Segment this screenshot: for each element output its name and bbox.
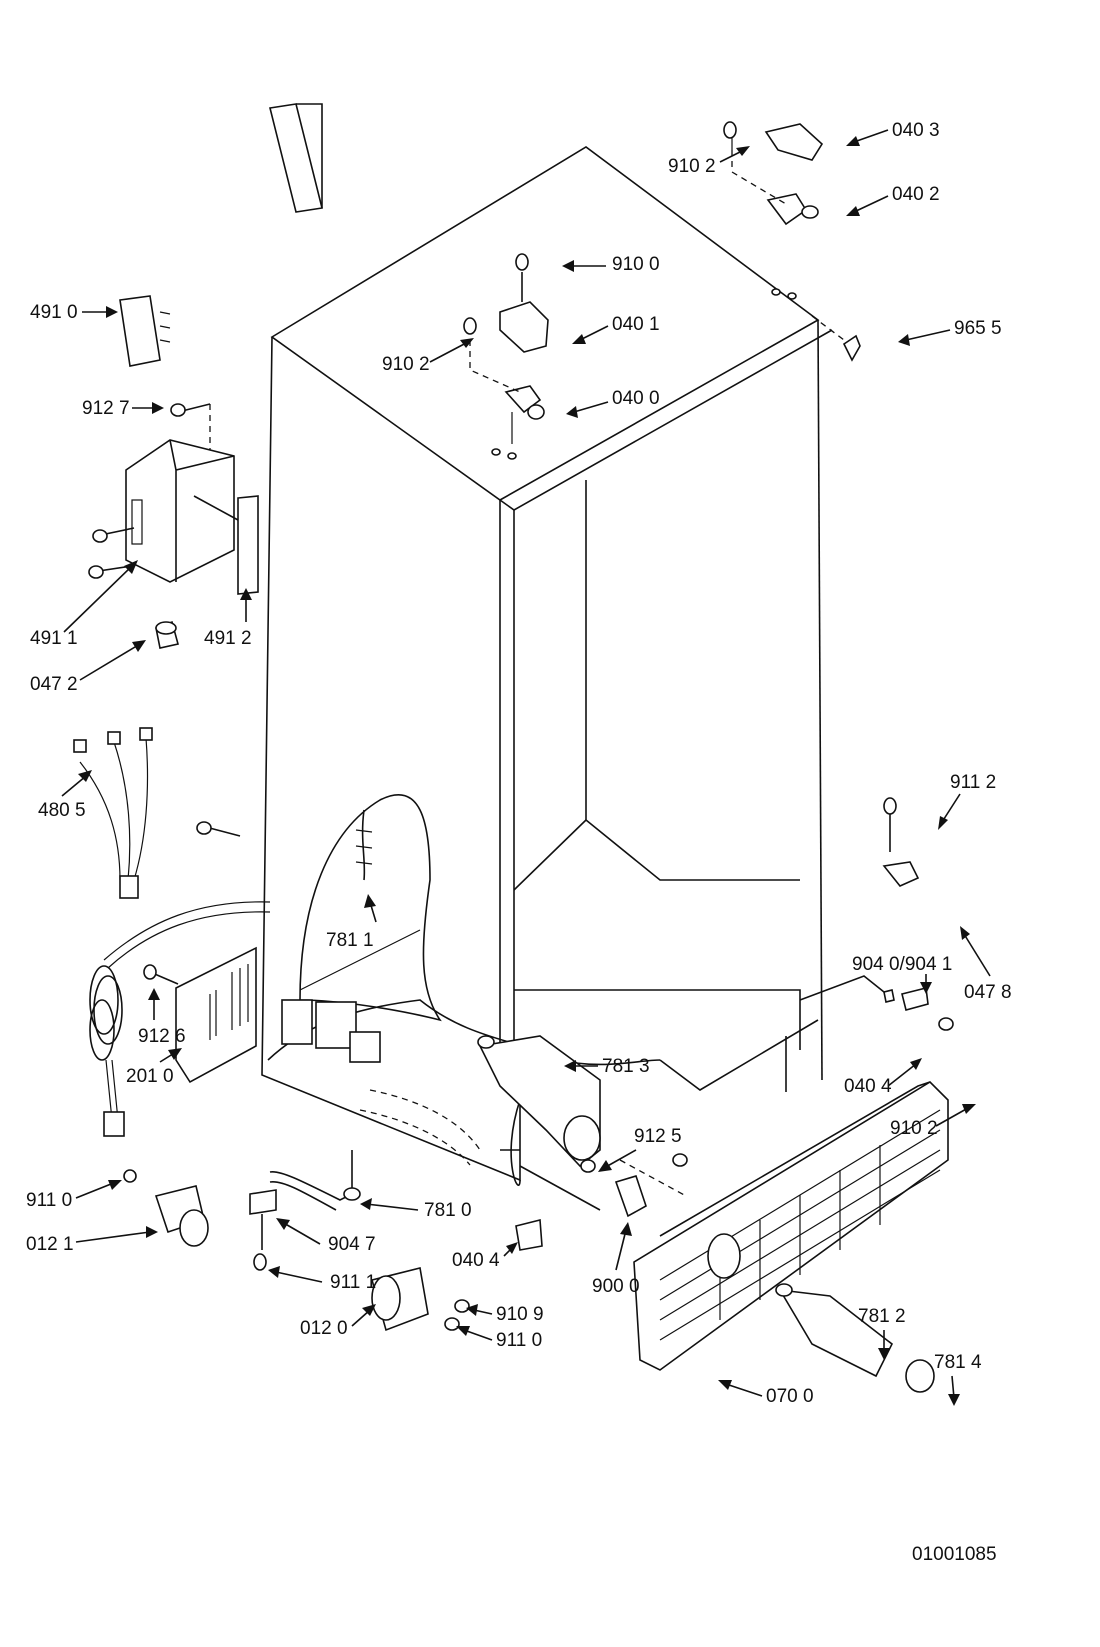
filter-housing [477, 1035, 601, 1168]
label-9100: 910 0 [612, 254, 660, 275]
label-9102c: 910 2 [890, 1118, 938, 1139]
label-7810: 781 0 [424, 1200, 472, 1221]
label-9655: 965 5 [954, 318, 1002, 339]
label-0404b: 040 4 [844, 1076, 892, 1097]
clip-9047 [249, 1189, 277, 1271]
right-hinge-parts [799, 797, 954, 1031]
roller-0120 [371, 1267, 470, 1332]
water-valves [281, 809, 481, 1166]
label-0403: 040 3 [892, 120, 940, 141]
callouts: 491 0 912 7 491 1 491 2 047 2 480 5 781 … [26, 120, 1012, 1565]
label-0402: 040 2 [892, 184, 940, 205]
control-box [125, 439, 259, 649]
label-0478: 047 8 [964, 982, 1012, 1003]
wire-harness [73, 727, 153, 899]
water-tube [269, 1150, 361, 1211]
label-7814: 781 4 [934, 1352, 982, 1373]
grille-0700 [633, 1080, 949, 1371]
label-9102a: 910 2 [668, 156, 716, 177]
label-9110b: 911 0 [496, 1330, 542, 1351]
label-9040: 904 0/904 1 [852, 954, 952, 975]
label-9112: 911 2 [950, 772, 996, 793]
label-0401: 040 1 [612, 314, 660, 335]
label-9047: 904 7 [328, 1234, 376, 1255]
label-4910: 491 0 [30, 302, 78, 323]
label-4805: 480 5 [38, 800, 86, 821]
roller-0121 [123, 1169, 209, 1247]
label-9000: 900 0 [592, 1276, 640, 1297]
label-9102b: 910 2 [382, 354, 430, 375]
drawing-number: 01001085 [912, 1544, 997, 1565]
label-9125: 912 5 [634, 1126, 682, 1147]
label-9126: 912 6 [138, 1026, 186, 1047]
label-0404a: 040 4 [452, 1250, 500, 1271]
top-hinges [463, 121, 861, 460]
label-9110a: 911 0 [26, 1190, 72, 1211]
bracket-9000 [519, 1153, 688, 1218]
water-filter [775, 1283, 935, 1393]
control-board [143, 946, 257, 1084]
label-0400: 040 0 [612, 388, 660, 409]
label-4911: 491 1 [30, 628, 78, 649]
label-7812: 781 2 [858, 1306, 906, 1327]
label-9111: 911 1 [330, 1272, 376, 1293]
connector-4910 [119, 295, 171, 367]
label-7813: 781 3 [602, 1056, 650, 1077]
label-2010: 201 0 [126, 1066, 174, 1087]
label-0121: 012 1 [26, 1234, 74, 1255]
label-9127: 912 7 [82, 398, 130, 419]
label-0120: 012 0 [300, 1318, 348, 1339]
label-7811: 781 1 [326, 930, 374, 951]
label-0700: 070 0 [766, 1386, 814, 1407]
bracket-0404 [515, 1218, 543, 1251]
panel-part [269, 103, 323, 213]
label-0472: 047 2 [30, 674, 78, 695]
label-9109: 910 9 [496, 1304, 544, 1325]
label-4912: 491 2 [204, 628, 252, 649]
power-cord [89, 901, 271, 1137]
